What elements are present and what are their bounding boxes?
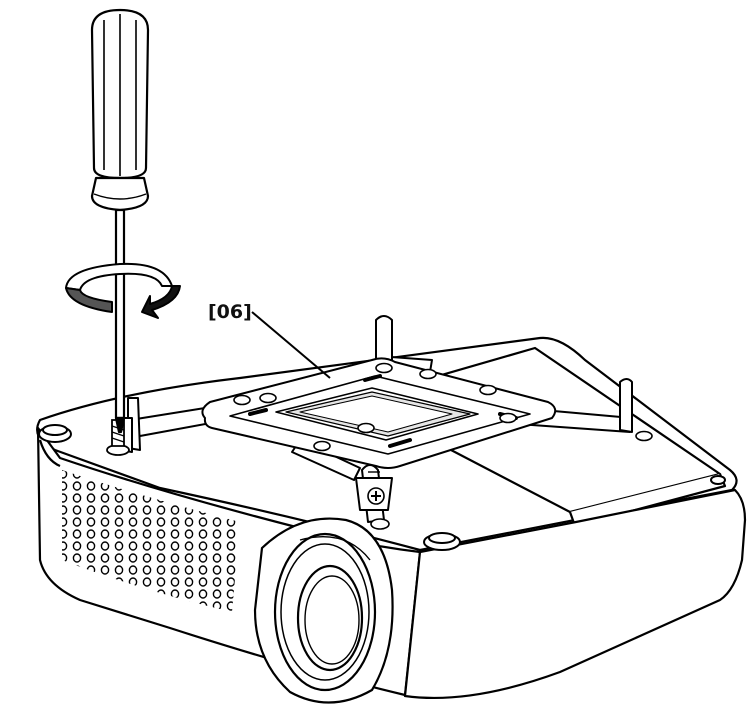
- callout-06-leader: [251, 311, 331, 379]
- lens-assembly: [253, 517, 394, 704]
- bracket-screws: [233, 362, 653, 530]
- rotation-arrow-icon: [65, 262, 181, 319]
- mount-bracket: [117, 315, 633, 523]
- callout-06: [06]: [208, 301, 331, 379]
- vent-grille: [62, 470, 240, 612]
- callout-06-label: [06]: [208, 301, 252, 323]
- feet: [38, 424, 726, 551]
- screwdriver-icon: [90, 8, 150, 434]
